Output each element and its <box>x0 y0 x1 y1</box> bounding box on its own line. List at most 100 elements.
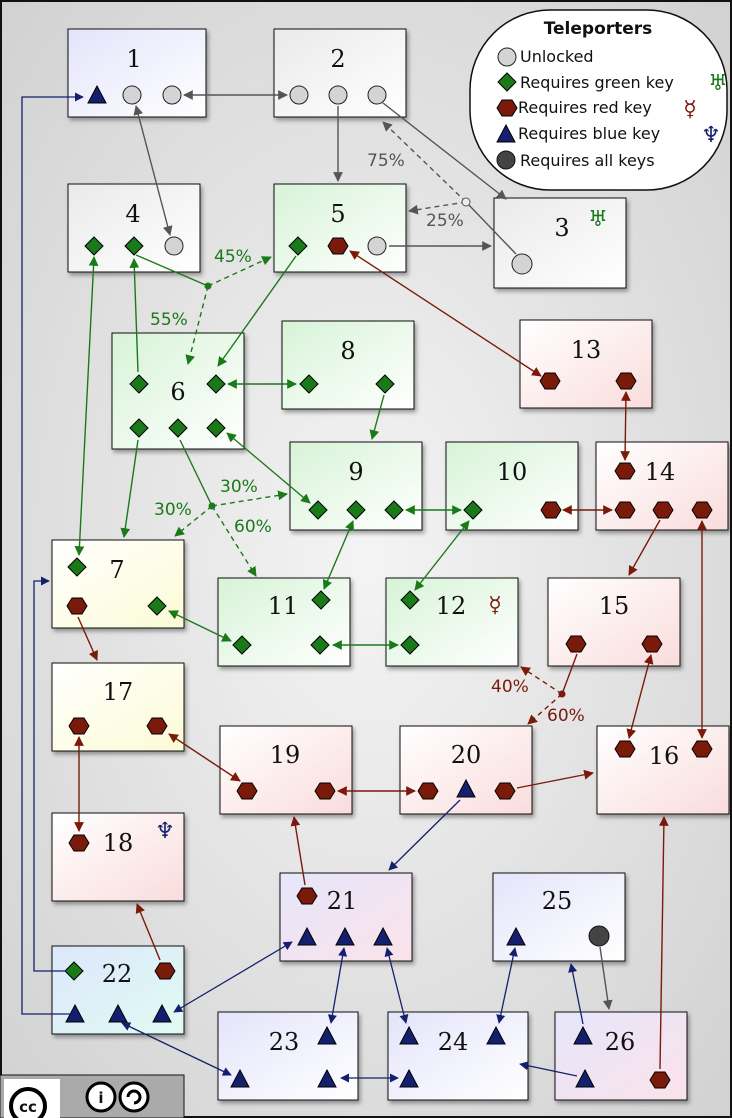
connector <box>327 947 348 1024</box>
connector <box>179 439 213 507</box>
room-11: 11 <box>217 577 351 667</box>
red-hexagon-icon <box>66 597 88 615</box>
room-3: 3 ♅ <box>493 197 627 289</box>
connector <box>133 105 173 236</box>
connector <box>211 490 288 507</box>
green-diamond-icon <box>84 236 104 256</box>
blue-triangle-icon <box>335 926 355 946</box>
connector <box>121 1022 232 1076</box>
room-21: 21 <box>279 872 413 962</box>
uranus-symbol-icon: ♅ <box>588 207 608 232</box>
room-26: 26 <box>554 1011 688 1101</box>
blue-connections <box>21 92 584 1083</box>
red-hexagon-icon <box>236 782 258 800</box>
room-label: 11 <box>268 592 299 620</box>
connector <box>516 769 594 789</box>
room-label: 12 <box>436 592 467 620</box>
green-diamond-icon <box>206 418 226 438</box>
room-13: 13 <box>519 319 653 409</box>
green-diamond-icon <box>124 236 144 256</box>
room-label: 10 <box>497 458 528 486</box>
room-15: 15 <box>547 577 681 667</box>
probability-label: 55% <box>150 310 188 330</box>
room-7: 7 <box>51 539 185 629</box>
green-diamond-icon <box>232 635 252 655</box>
legend-item-label: Requires red key <box>518 98 652 117</box>
room-label: 13 <box>571 336 602 364</box>
connector <box>519 1061 578 1077</box>
probability-label: 60% <box>234 517 272 537</box>
room-label: 2 <box>330 45 345 73</box>
connector <box>349 250 542 377</box>
connector <box>290 816 306 886</box>
red-hexagon-icon <box>494 782 516 800</box>
green-diamond-icon <box>129 418 149 438</box>
connector <box>120 439 139 538</box>
share-alike-icon <box>118 1081 150 1113</box>
green-diamond-icon <box>400 635 420 655</box>
probability-label: 40% <box>491 677 529 697</box>
connector <box>658 816 669 1070</box>
blue-triangle-icon <box>152 1003 172 1023</box>
gray-circle-icon <box>511 253 533 275</box>
connector <box>465 201 517 255</box>
green-connections <box>74 254 470 650</box>
red-hexagon-icon <box>68 834 90 852</box>
room-label: 25 <box>542 887 573 915</box>
room-23: 23 <box>217 1011 359 1101</box>
connector <box>628 519 661 576</box>
red-hexagon-icon <box>615 372 637 390</box>
green-diamond-icon <box>299 374 319 394</box>
room-2: 2 <box>273 28 407 118</box>
room-4: 4 <box>67 183 201 273</box>
connector <box>414 520 470 591</box>
room-label: 26 <box>605 1028 636 1056</box>
room-label: 23 <box>269 1028 300 1056</box>
connector <box>135 254 209 287</box>
connector <box>322 520 355 590</box>
connector <box>384 947 409 1024</box>
room-10: 10 <box>445 441 579 531</box>
room-label: 6 <box>170 378 185 406</box>
room-label: 17 <box>103 678 134 706</box>
gray-circle-icon <box>367 85 387 105</box>
connector <box>626 654 654 739</box>
room-label: 7 <box>109 556 124 584</box>
red-hexagon-icon <box>652 501 674 519</box>
neptune-symbol-icon: ♆ <box>155 819 175 844</box>
by-label: i <box>98 1089 103 1107</box>
legend-item-label: Requires all keys <box>520 151 655 170</box>
room-9: 9 <box>289 441 423 531</box>
room-label: 15 <box>599 592 630 620</box>
green-diamond-icon <box>375 374 395 394</box>
room-label: 5 <box>330 200 345 228</box>
probability-label: 45% <box>214 247 252 267</box>
room-label: 21 <box>327 887 358 915</box>
probability-label: 30% <box>154 500 192 520</box>
connector <box>382 121 467 203</box>
room-label: 9 <box>348 458 363 486</box>
room-14: 14 <box>595 441 729 531</box>
blue-triangle-icon <box>399 1025 419 1045</box>
blue-triangle-icon <box>87 84 107 104</box>
room-label: 24 <box>438 1028 469 1056</box>
green-diamond-icon <box>400 590 420 610</box>
blue-triangle-icon <box>317 1068 337 1088</box>
split-node <box>208 502 216 510</box>
red-hexagon-icon <box>496 99 518 117</box>
room-8: 8 <box>281 320 415 410</box>
green-diamond-icon <box>308 500 328 520</box>
connector <box>527 693 563 725</box>
connector <box>129 258 140 373</box>
room-label: 22 <box>102 960 133 988</box>
red-hexagon-icon <box>540 501 562 519</box>
red-hexagon-icon <box>614 501 636 519</box>
connector <box>408 201 467 215</box>
connector <box>168 733 241 782</box>
green-diamond-icon <box>311 590 331 610</box>
red-hexagon-icon <box>68 717 90 735</box>
share-alike-arrow-icon <box>126 1089 142 1105</box>
red-hexagon-icon <box>691 501 713 519</box>
connector <box>33 576 66 972</box>
